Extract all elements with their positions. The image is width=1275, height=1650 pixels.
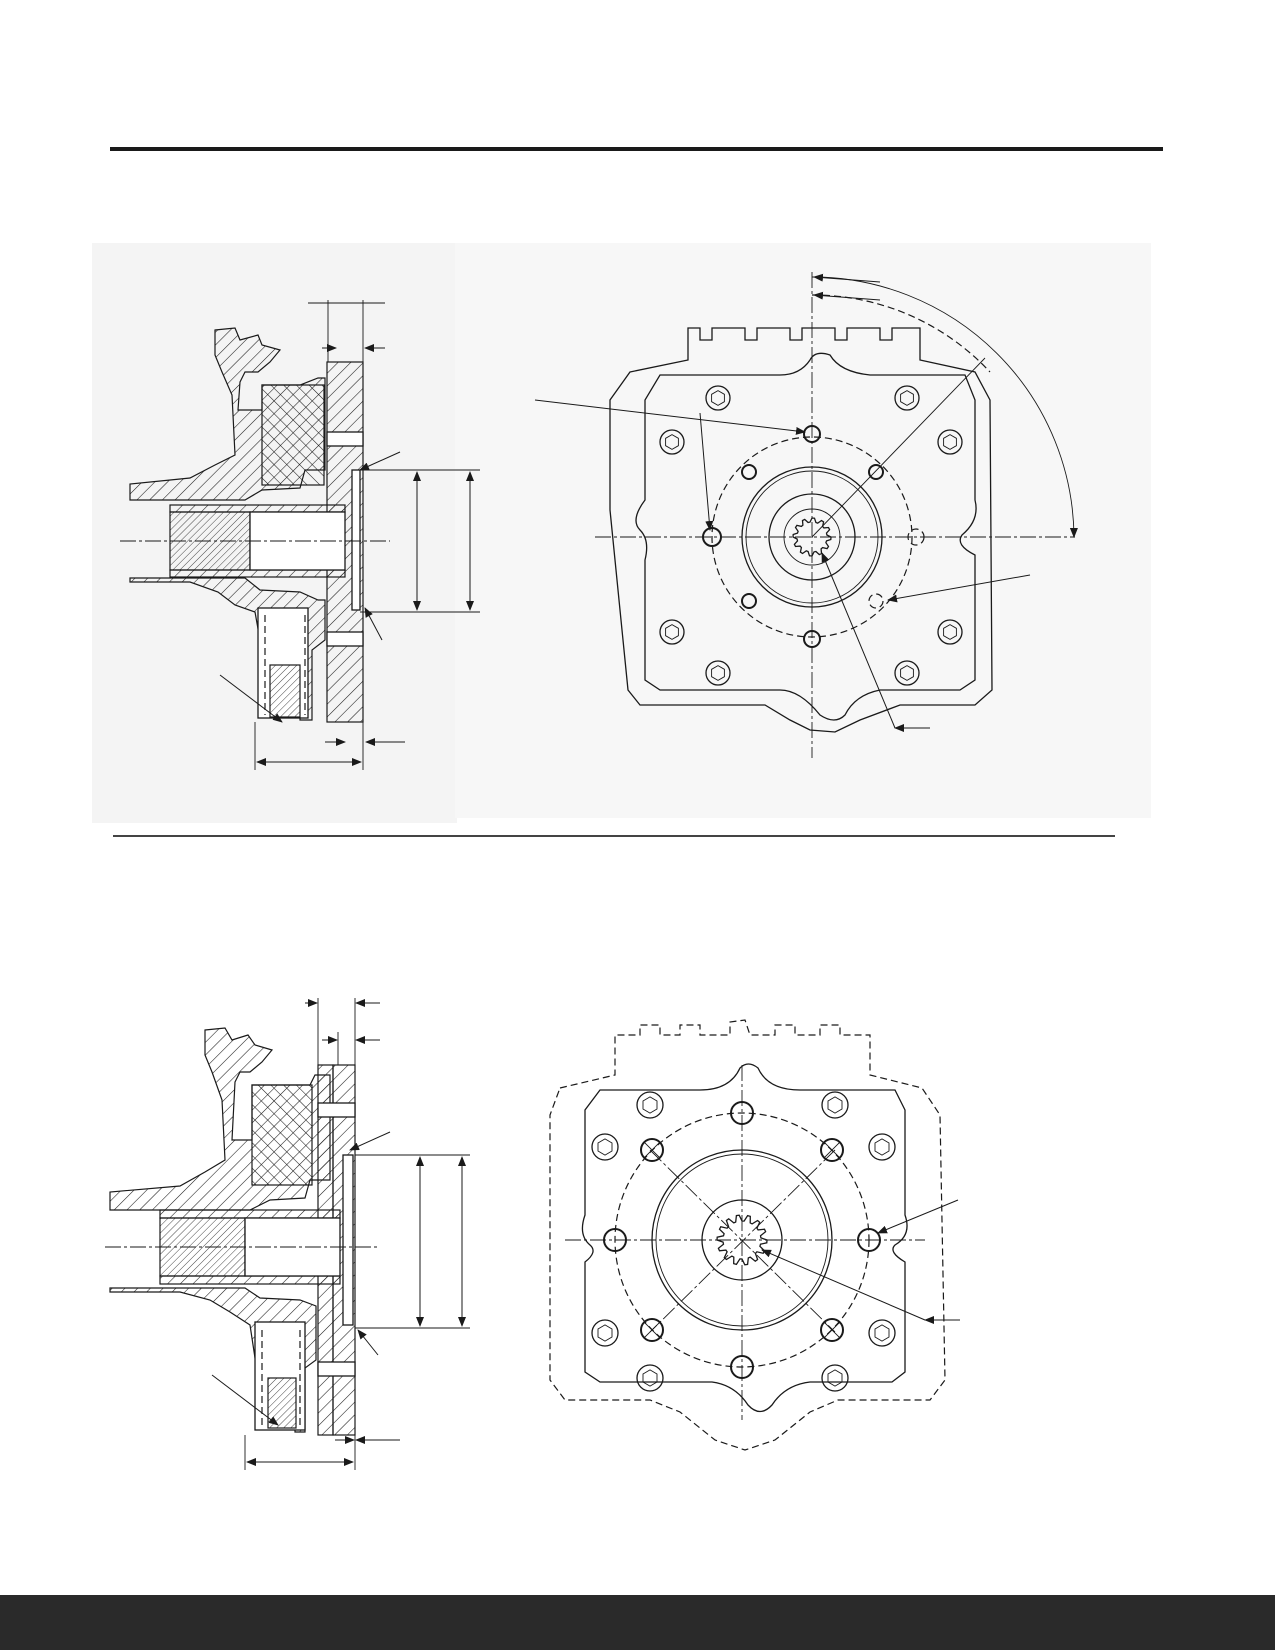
upper-screw-thread (269, 664, 301, 718)
hex-bolt-head (821, 1091, 849, 1119)
mounting-hole (640, 1138, 664, 1162)
footer-band (0, 1595, 1275, 1650)
mounting-hole (640, 1318, 664, 1342)
mounting-hole (868, 464, 884, 480)
hex-socket-icon (943, 624, 957, 640)
hex-bolt-head (894, 385, 920, 411)
hex-bolt-head (659, 619, 685, 645)
upper-mounting-face (635, 352, 977, 721)
upper-spline (792, 517, 832, 557)
hex-bolt-head (591, 1319, 619, 1347)
lower-bearing-block (251, 1084, 313, 1186)
lower-leader-hole (877, 1199, 959, 1234)
hex-bolt-head (705, 660, 731, 686)
header-rule (110, 147, 1163, 151)
lower-shaft-collar (159, 1209, 341, 1219)
lower-front-view (549, 1019, 960, 1451)
upper-flange-hole-bottom (326, 631, 364, 647)
upper-leader-surface (359, 451, 401, 471)
hex-socket-icon (597, 1324, 613, 1342)
hex-socket-icon (827, 1369, 843, 1387)
hex-bolt-head (821, 1364, 849, 1392)
hex-bolt-head (868, 1133, 896, 1161)
mounting-hole (868, 593, 884, 609)
upper-shaft-collar (169, 504, 346, 513)
upper-leader-seal (219, 674, 283, 723)
hex-bolt-head (636, 1091, 664, 1119)
hole-cross-mark (643, 1141, 661, 1159)
upper-leader-hole-c (887, 574, 1031, 603)
upper-pilot-boss (351, 469, 361, 611)
hex-bolt-head (937, 429, 963, 455)
hex-socket-icon (900, 665, 914, 681)
hex-socket-icon (711, 390, 725, 406)
lower-leader-chamfer (357, 1329, 379, 1356)
hex-socket-icon (827, 1096, 843, 1114)
hex-bolt-head (937, 619, 963, 645)
hex-socket-icon (665, 624, 679, 640)
lower-section-view (105, 998, 470, 1470)
upper-section-view (120, 300, 480, 770)
lower-pump-outline (549, 1019, 946, 1451)
lower-leader-surface (349, 1131, 391, 1151)
hole-cross-mark (823, 1321, 841, 1339)
upper-pump-outline (609, 327, 993, 733)
mounting-hole (741, 593, 757, 609)
hex-socket-icon (642, 1369, 658, 1387)
mounting-hole (741, 464, 757, 480)
mounting-hole (820, 1138, 844, 1162)
lower-mounting-face (581, 1063, 908, 1413)
lower-hex-bolts (591, 1091, 896, 1392)
upper-angle-arc-outer (811, 276, 1078, 538)
hex-socket-icon (874, 1324, 890, 1342)
hex-bolt-head (591, 1133, 619, 1161)
hex-bolt-head (636, 1364, 664, 1392)
hex-socket-icon (711, 665, 725, 681)
hex-socket-icon (943, 434, 957, 450)
lower-flange-hole-top (317, 1102, 356, 1118)
hex-bolt-head (705, 385, 731, 411)
upper-bearing-block (261, 384, 325, 486)
hex-socket-icon (665, 434, 679, 450)
upper-angle-arc-inner (811, 294, 991, 373)
lower-spline (716, 1214, 768, 1266)
upper-leader-chamfer (364, 607, 383, 641)
upper-shaft-collar-bottom (169, 569, 346, 578)
hex-bolt-head (659, 429, 685, 455)
lower-pilot-boss (342, 1154, 354, 1326)
scan-panel-right (455, 243, 1151, 818)
upper-front-view (534, 272, 1078, 758)
hex-bolt-head (894, 660, 920, 686)
mounting-hole (820, 1318, 844, 1342)
lower-leader-seal (211, 1374, 279, 1426)
hole-cross-mark (823, 1141, 841, 1159)
lower-flange-hole-bottom (317, 1361, 356, 1377)
hex-socket-icon (874, 1138, 890, 1156)
lower-shaft-collar-bottom (159, 1275, 341, 1285)
hex-socket-icon (900, 390, 914, 406)
upper-leader-hole-b (699, 412, 714, 531)
hex-socket-icon (642, 1096, 658, 1114)
upper-flange-hole-top (326, 431, 364, 447)
hex-bolt-head (868, 1319, 896, 1347)
hex-socket-icon (597, 1138, 613, 1156)
section-divider (113, 835, 1115, 837)
lower-screw-thread (267, 1377, 297, 1429)
upper-hex-bolts (659, 385, 963, 686)
upper-leader-hole-a (534, 399, 806, 435)
